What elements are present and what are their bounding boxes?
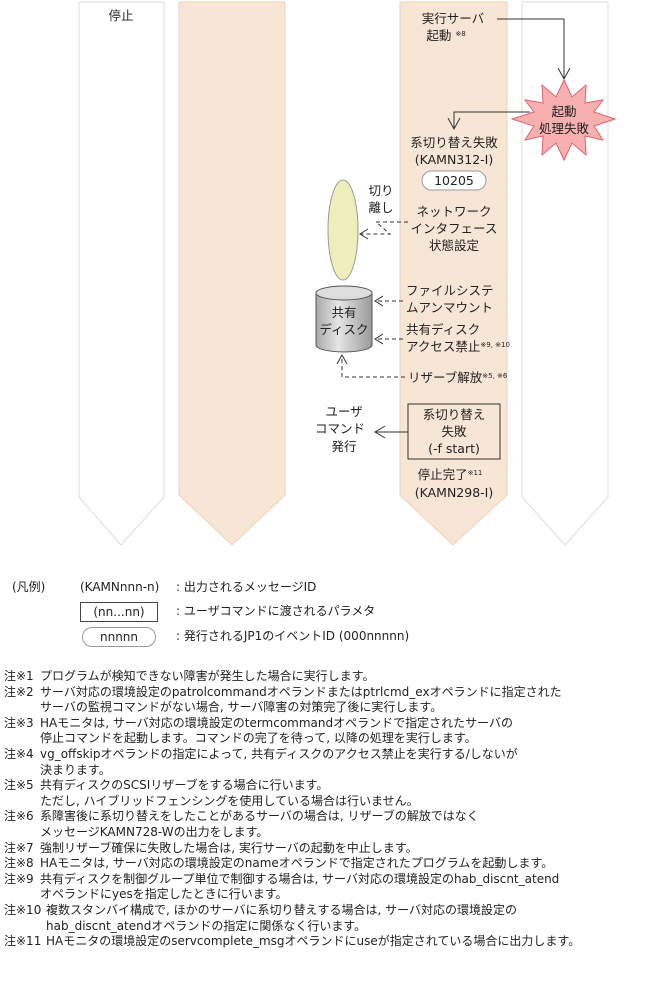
- stop-complete-message: (KAMN298-I): [415, 485, 493, 500]
- arrow-to-switch-fail: [453, 111, 530, 128]
- note-3: 注※3 HAモニタは, サーバ対応の環境設定のtermcommandオペランドで指…: [4, 716, 580, 747]
- legend-param-desc: : ユーザコマンドに渡されるパラメタ: [176, 604, 376, 618]
- shared-disk-icon: [315, 293, 373, 353]
- arrow-head-icon: [374, 425, 386, 439]
- note-7: 注※7 強制リザーブ確保に失敗した場合は, 実行サーバの起動を中止します。: [4, 841, 580, 857]
- note-label: 注※9: [4, 871, 34, 886]
- note-text: HAモニタは, サーバ対応の環境設定のnameオペランドで指定されたプログラムを…: [40, 856, 554, 871]
- switch-fail-message: (KAMN312-I): [415, 152, 493, 167]
- lane-1-label: 停止: [108, 8, 133, 23]
- note-6: 注※6 系障害後に系切り替えをしたことがあるサーバの場合は, リザーブの解放ではな…: [4, 809, 580, 840]
- note-text: 系障害後に系切り替えをしたことがあるサーバの場合は, リザーブの解放ではなく メ…: [40, 809, 479, 839]
- dashed-arrow-reserve: [341, 356, 405, 378]
- flow-diagram: 停止 実行サーバ 起動※8 起動 処理失敗 系切り替え失敗 (KAMN312-I…: [78, 1, 617, 546]
- legend-event-desc: : 発行されるJP1のイベントID (000nnnnn): [176, 629, 410, 643]
- arrow-head-icon: [336, 353, 348, 365]
- note-label: 注※10: [4, 902, 42, 917]
- shared-disk-top: [315, 285, 373, 301]
- note-label: 注※4: [4, 746, 34, 761]
- note-label: 注※11: [4, 934, 42, 949]
- param-line-3: (-f start): [428, 441, 480, 456]
- note-text: 共有ディスクを制御グループ単位で制御する場合は, サーバ対応の環境設定のhab_…: [40, 871, 560, 902]
- note-label: 注※5: [4, 778, 34, 793]
- note-text: サーバ対応の環境設定のpatrolcommandオペランドまたはptrlcmd_…: [40, 684, 562, 715]
- event-id-pill: [421, 170, 487, 191]
- fs-unmount-2: ムアンマウント: [406, 300, 493, 315]
- failure-label-1: 起動: [551, 104, 576, 119]
- note-label: 注※8: [4, 856, 34, 871]
- nic-label-2: インタフェース: [411, 221, 498, 236]
- arrow-head-icon: [359, 228, 369, 240]
- lane-2: [178, 1, 286, 546]
- legend-title: (凡例): [12, 580, 46, 594]
- event-id: 10205: [434, 173, 474, 188]
- legend-param-sample: (nn...nn): [80, 602, 158, 622]
- note-text: プログラムが検知できない障害が発生した場合に実行します。: [40, 669, 375, 683]
- reserve-release: リザーブ解放※5, ※6: [408, 370, 508, 385]
- legend-message-desc: : 出力されるメッセージID: [176, 580, 317, 594]
- note-text: HAモニタは, サーバ対応の環境設定のtermcommandオペランドで指定され…: [40, 715, 514, 746]
- note-text: 共有ディスクのSCSIリザーブをする場合に行います。 ただし, ハイブリッドフェ…: [40, 778, 419, 808]
- note-label: 注※3: [4, 715, 34, 730]
- arrow-head-icon: [374, 333, 384, 345]
- disk-label-1: 共有: [331, 305, 356, 320]
- note-4: 注※4 vg_offskipオペランドの指定によって, 共有ディスクのアクセス禁止…: [4, 747, 580, 778]
- exec-start-label: 実行サーバ: [422, 11, 484, 26]
- switch-fail-title: 系切り替え失敗: [410, 135, 498, 150]
- arrow-head-icon: [374, 295, 384, 307]
- note-5: 注※5 共有ディスクのSCSIリザーブをする場合に行います。 ただし, ハイブリッ…: [4, 778, 580, 809]
- note-8: 注※8 HAモニタは, サーバ対応の環境設定のnameオペランドで指定されたプログ…: [4, 856, 580, 872]
- note-text: 強制リザーブ確保に失敗した場合は, 実行サーバの起動を中止します。: [40, 840, 418, 855]
- failure-burst-icon: [510, 78, 617, 162]
- notes: 注※1 プログラムが検知できない障害が発生した場合に実行します。 注※2 サーバ対応…: [4, 669, 580, 950]
- note-2: 注※2 サーバ対応の環境設定のpatrolcommandオペランドまたはptrlc…: [4, 685, 580, 716]
- isolate-label-1: 切り: [368, 183, 393, 198]
- nic-label-3: 状態設定: [429, 238, 479, 253]
- exec-start-label-2: 起動※8: [426, 28, 465, 43]
- param-line-1: 系切り替え: [423, 407, 486, 422]
- arrow-to-failure: [497, 18, 565, 78]
- legend-message-sample: (KAMNnnn-n): [80, 580, 160, 594]
- fs-unmount-1: ファイルシステ: [406, 283, 494, 298]
- note-text: vg_offskipオペランドの指定によって, 共有ディスクのアクセス禁止を実行…: [40, 746, 518, 777]
- lane-3: [399, 1, 508, 546]
- note-text: HAモニタの環境設定のservcomplete_msgオペランドにuseが指定さ…: [46, 934, 581, 949]
- disk-label-2: ディスク: [319, 322, 368, 337]
- note-9: 注※9 共有ディスクを制御グループ単位で制御する場合は, サーバ対応の環境設定のh…: [4, 872, 580, 903]
- note-1: 注※1 プログラムが検知できない障害が発生した場合に実行します。: [4, 669, 580, 685]
- nic-label-1: ネットワーク: [416, 204, 491, 219]
- isolate-label-2: 離し: [368, 200, 393, 215]
- disk-block-2: アクセス禁止※9, ※10: [406, 339, 510, 354]
- user-cmd-3: 発行: [331, 439, 356, 454]
- arrow-head-icon: [447, 117, 461, 131]
- user-cmd-2: コマンド: [315, 421, 365, 436]
- failure-label-2: 処理失敗: [539, 121, 590, 136]
- lane-1: [78, 1, 165, 546]
- note-label: 注※1: [4, 669, 34, 683]
- note-10: 注※10 複数スタンバイ構成で, ほかのサーバに系切り替えする場合は, サーバ対応…: [4, 903, 580, 934]
- note-label: 注※7: [4, 840, 34, 855]
- note-label: 注※6: [4, 809, 34, 824]
- disk-block-1: 共有ディスク: [406, 322, 480, 337]
- user-cmd-1: ユーザ: [325, 404, 362, 419]
- legend-event-sample: nnnnn: [82, 627, 156, 647]
- note-11: 注※11 HAモニタの環境設定のservcomplete_msgオペランドにuse…: [4, 934, 580, 950]
- stop-complete: 停止完了※11: [418, 467, 483, 482]
- isolation-ellipse: [327, 179, 359, 281]
- dashed-arrow-nic: [360, 221, 408, 235]
- param-line-2: 失敗: [441, 424, 467, 439]
- note-label: 注※2: [4, 684, 34, 699]
- note-text: 複数スタンバイ構成で, ほかのサーバに系切り替えする場合は, サーバ対応の環境設…: [46, 902, 518, 933]
